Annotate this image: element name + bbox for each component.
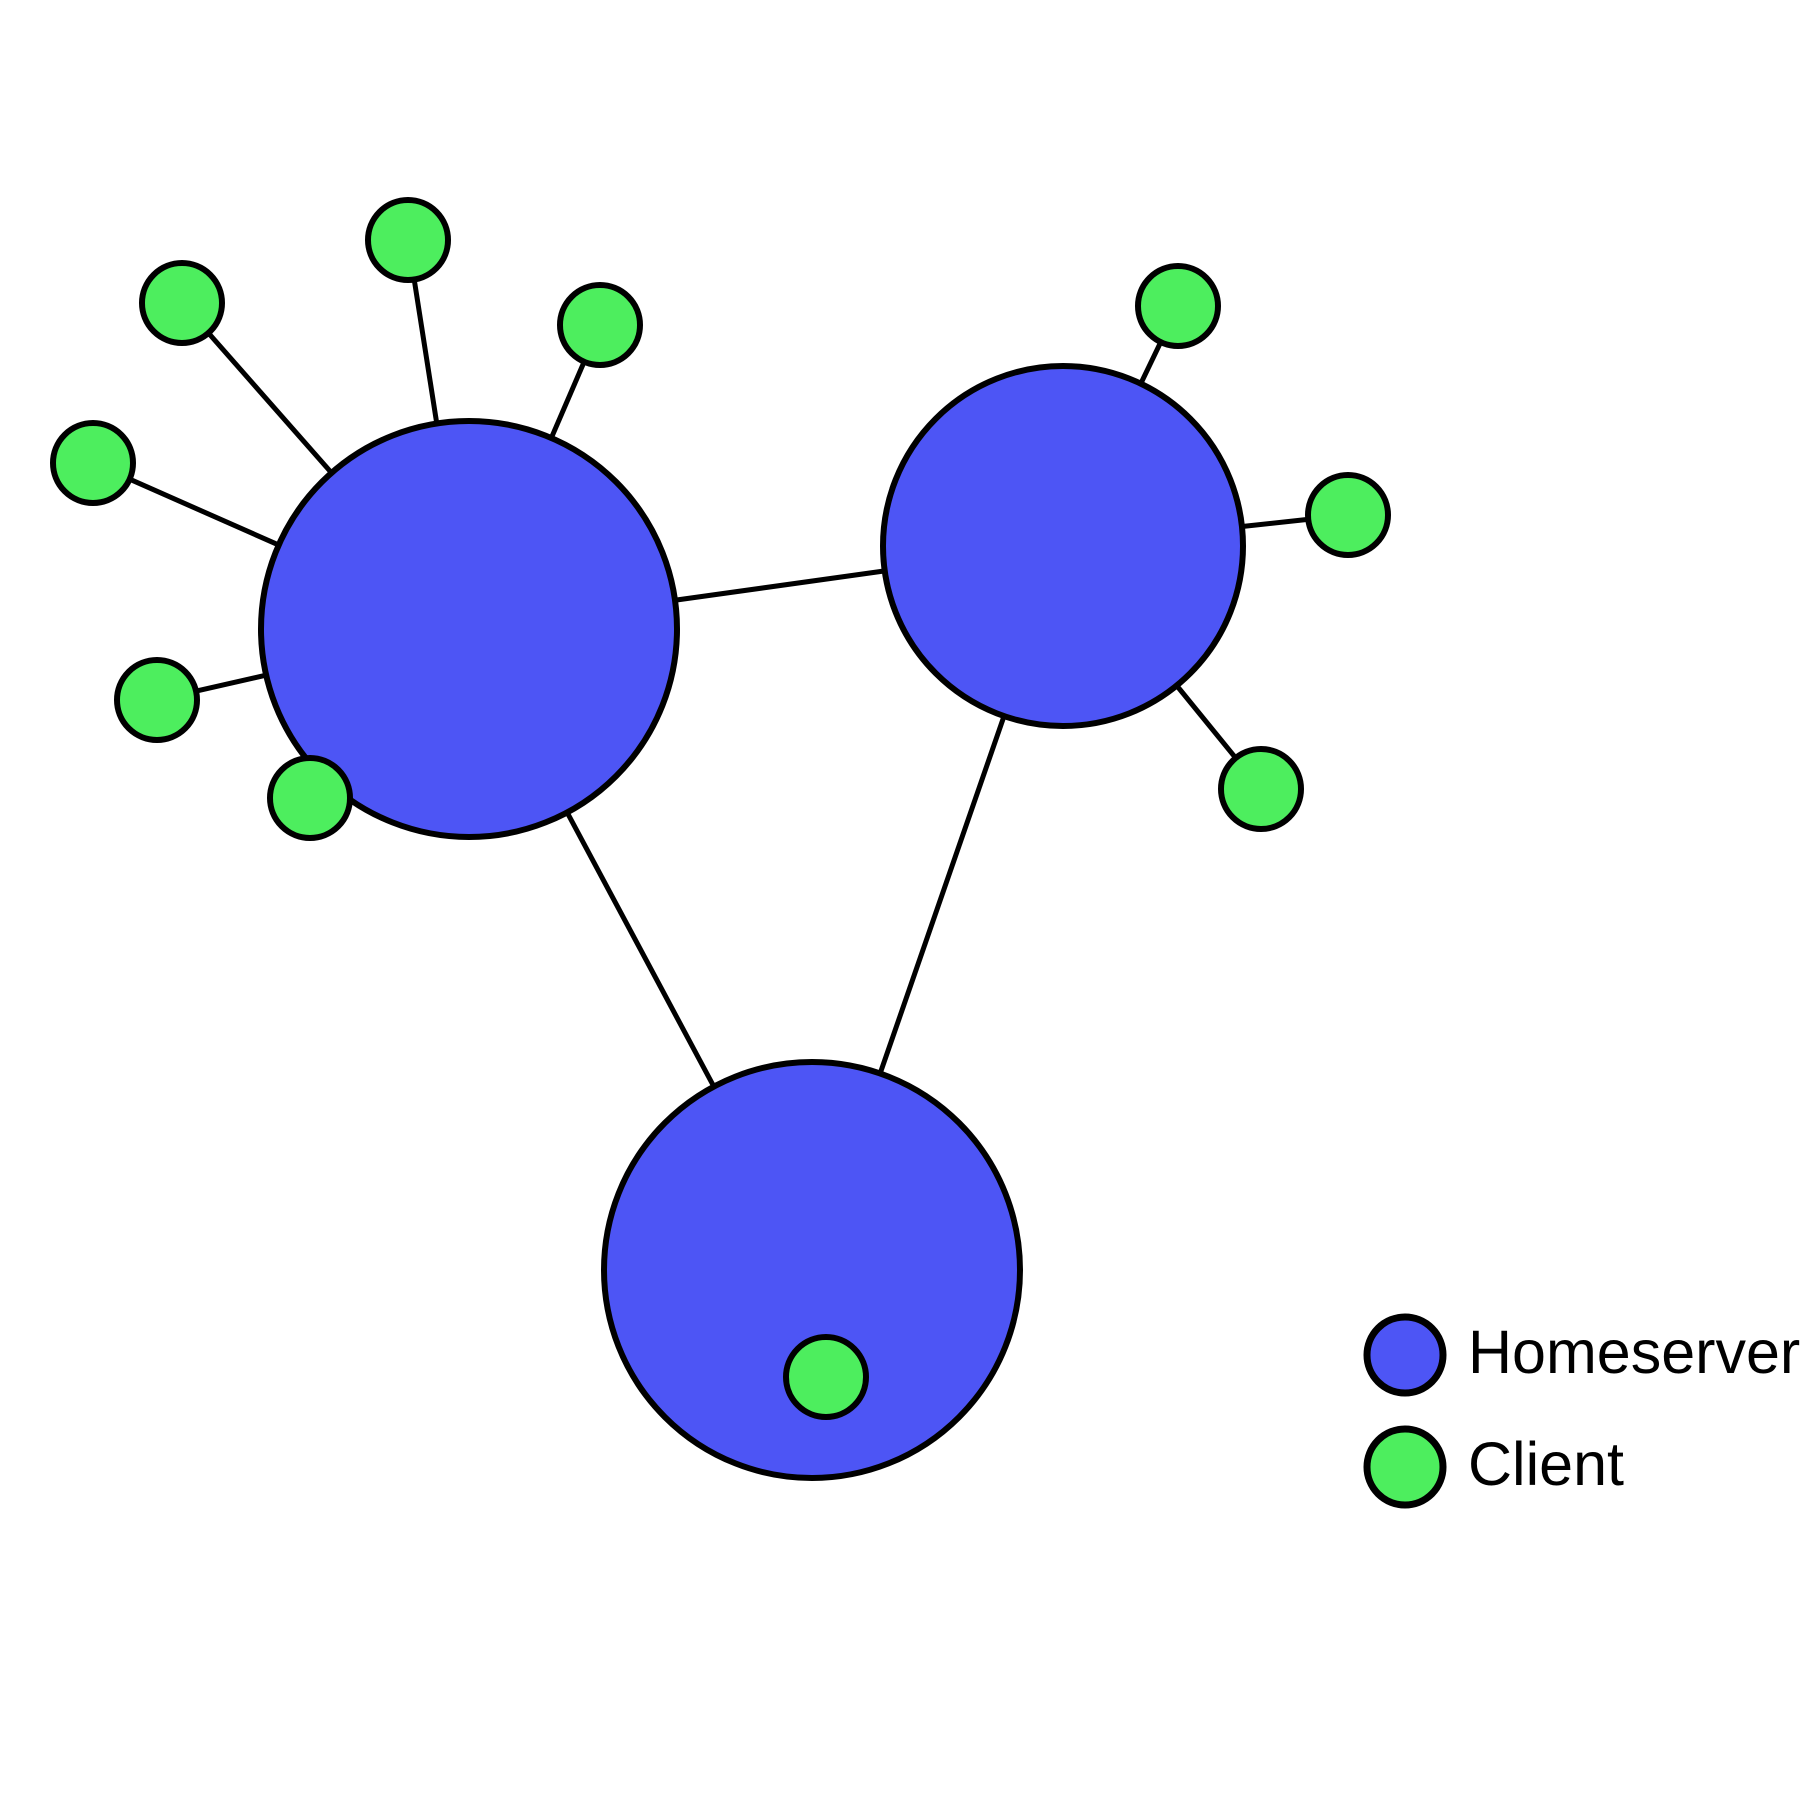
node-client-c3[interactable]: [557, 282, 643, 368]
legend-label-client: Client: [1468, 1430, 1624, 1498]
node-client-c8[interactable]: [1305, 472, 1391, 558]
legend-swatch-client: [1363, 1425, 1447, 1509]
edge-hs1-c3: [548, 358, 588, 441]
node-client-c10[interactable]: [783, 1334, 869, 1420]
node-homeserver-hs1[interactable]: [258, 418, 680, 840]
edge-hs2-c7: [1137, 339, 1164, 387]
legend-swatch-homeserver: [1363, 1313, 1447, 1397]
edge-hs1-hs3: [563, 809, 718, 1090]
edge-hs1-c4: [126, 476, 282, 549]
node-client-c7[interactable]: [1135, 263, 1221, 349]
node-homeserver-hs2[interactable]: [880, 363, 1246, 729]
node-homeserver-hs3[interactable]: [601, 1059, 1023, 1481]
edge-hs2-c8: [1239, 516, 1311, 530]
edge-hs1-hs2: [672, 568, 888, 603]
nodes-layer: [50, 197, 1391, 1481]
node-client-c9[interactable]: [1218, 746, 1304, 832]
edge-hs1-c2: [205, 329, 335, 477]
edge-hs1-c1: [411, 277, 440, 426]
legend-label-homeserver: Homeserver: [1468, 1318, 1800, 1386]
edge-hs1-c5: [193, 672, 269, 695]
edge-hs2-hs3: [877, 713, 1008, 1077]
node-client-c6[interactable]: [267, 755, 353, 841]
node-client-c1[interactable]: [365, 197, 451, 283]
node-client-c2[interactable]: [139, 260, 225, 346]
node-client-c4[interactable]: [50, 420, 136, 506]
edge-hs2-c9: [1173, 682, 1239, 762]
node-client-c5[interactable]: [114, 657, 200, 743]
